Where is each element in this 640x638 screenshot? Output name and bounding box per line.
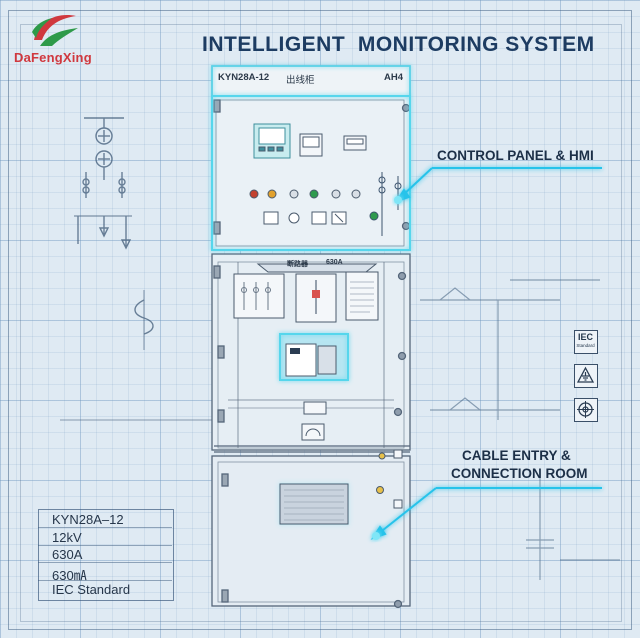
cabinet-name-label: 出线柜 — [286, 75, 315, 86]
cable-compartment — [279, 449, 403, 525]
iec-standard-icon: IEC Standard — [574, 330, 598, 354]
control-panel-devices — [249, 123, 402, 236]
schematic-left — [60, 117, 240, 421]
schematic-right — [420, 279, 620, 580]
blueprint-frame-outer — [8, 10, 632, 630]
callout-cable-entry-line2: CONNECTION ROOM — [451, 466, 588, 481]
brand-logo: DaFengXing — [12, 10, 122, 66]
spec-box — [38, 509, 174, 601]
spec-divider — [38, 562, 172, 563]
breaker-rating-label: 630A — [326, 259, 343, 266]
target-icon — [574, 398, 598, 422]
page-title: INTELLIGENT MONITORING SYSTEM — [202, 33, 595, 56]
callout-control-panel: CONTROL PANEL & HMI — [437, 148, 594, 163]
spec-rating: 630㎃ — [52, 568, 87, 583]
spec-divider — [38, 545, 172, 546]
breaker-compartment — [233, 263, 379, 441]
spec-model: KYN28A–12 — [52, 512, 124, 527]
cabinet-model-label: KYN28A-12 — [218, 72, 270, 83]
ground-warning-icon — [574, 364, 598, 388]
spec-standard: IEC Standard — [52, 582, 131, 597]
spec-divider — [38, 527, 172, 528]
iec-sub-label: Standard — [576, 343, 595, 348]
callout-dot-cable — [372, 532, 380, 540]
cabinet-code-label: AH4 — [384, 72, 404, 83]
spec-divider — [38, 580, 172, 581]
spec-current: 630A — [52, 547, 83, 562]
callout-cable-entry-line1: CABLE ENTRY & — [462, 448, 571, 463]
brand-name: DaFengXing — [14, 50, 92, 65]
iec-label: IEC — [577, 332, 593, 342]
spec-voltage: 12kV — [52, 530, 82, 545]
logo-mark-icon — [32, 15, 78, 46]
breaker-label: 断路器 — [287, 261, 308, 268]
blueprint-frame-inner — [20, 24, 622, 622]
callout-dot-control — [394, 196, 402, 204]
